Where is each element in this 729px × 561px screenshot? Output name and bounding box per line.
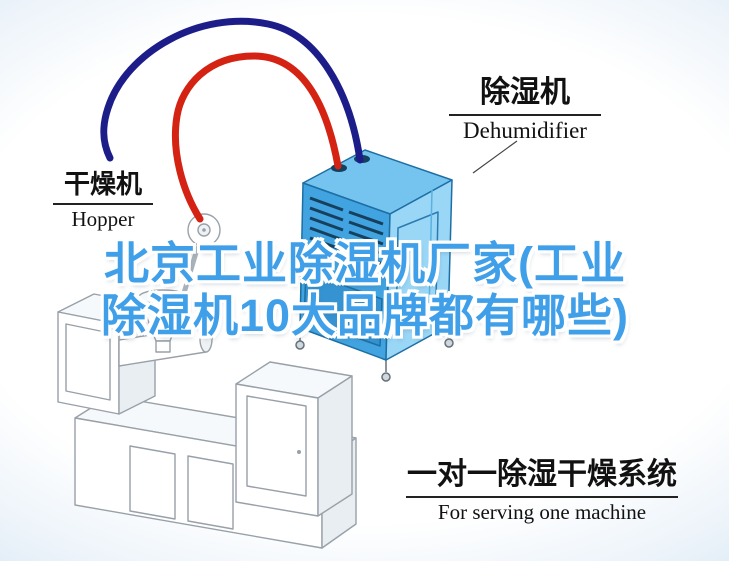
- machine-cabinet: [235, 361, 353, 517]
- dehumidifier-label-divider: [449, 113, 601, 116]
- system-label-en: For serving one machine: [437, 499, 647, 524]
- system-label-cn: 一对一除湿干燥系统: [407, 458, 677, 491]
- system-label: 一对一除湿干燥系统 For serving one machine: [396, 458, 688, 524]
- system-label-divider: [406, 495, 678, 498]
- dehumidifier-label-cn: 除湿机: [480, 76, 570, 109]
- pipe-navy: [100, 17, 364, 164]
- page-title-line2: 除湿机10大品牌都有哪些): [100, 290, 630, 341]
- side-seam: [428, 189, 433, 313]
- page-title-line1: 北京工业除湿机厂家(工业: [104, 238, 626, 289]
- side-door: [395, 211, 439, 335]
- label-pointer-line: [472, 140, 518, 174]
- door-handle-dot-1: [401, 260, 405, 264]
- hopper-machine: [57, 213, 357, 549]
- blower-fan: [178, 213, 221, 304]
- dehumidifier-label: 除湿机 Dehumidifier: [440, 76, 610, 144]
- vent-slats: [309, 196, 384, 276]
- dehumidifier-label-en: Dehumidifier: [463, 117, 587, 143]
- dehumidifier-casters: [295, 326, 454, 382]
- door-handle-dot-2: [401, 270, 405, 274]
- hopper-label: 干燥机 Hopper: [44, 169, 162, 231]
- hopper-label-cn: 干燥机: [63, 169, 142, 199]
- page-title: 北京工业除湿机厂家(工业 除湿机10大品牌都有哪些): [28, 238, 702, 342]
- hopper-label-en: Hopper: [71, 206, 135, 231]
- front-inset-panel: [303, 271, 383, 347]
- dehumidifier-unit: [295, 149, 454, 382]
- pipe-red: [171, 52, 342, 223]
- hopper-label-divider: [53, 202, 153, 205]
- hopper-cone: [138, 289, 188, 353]
